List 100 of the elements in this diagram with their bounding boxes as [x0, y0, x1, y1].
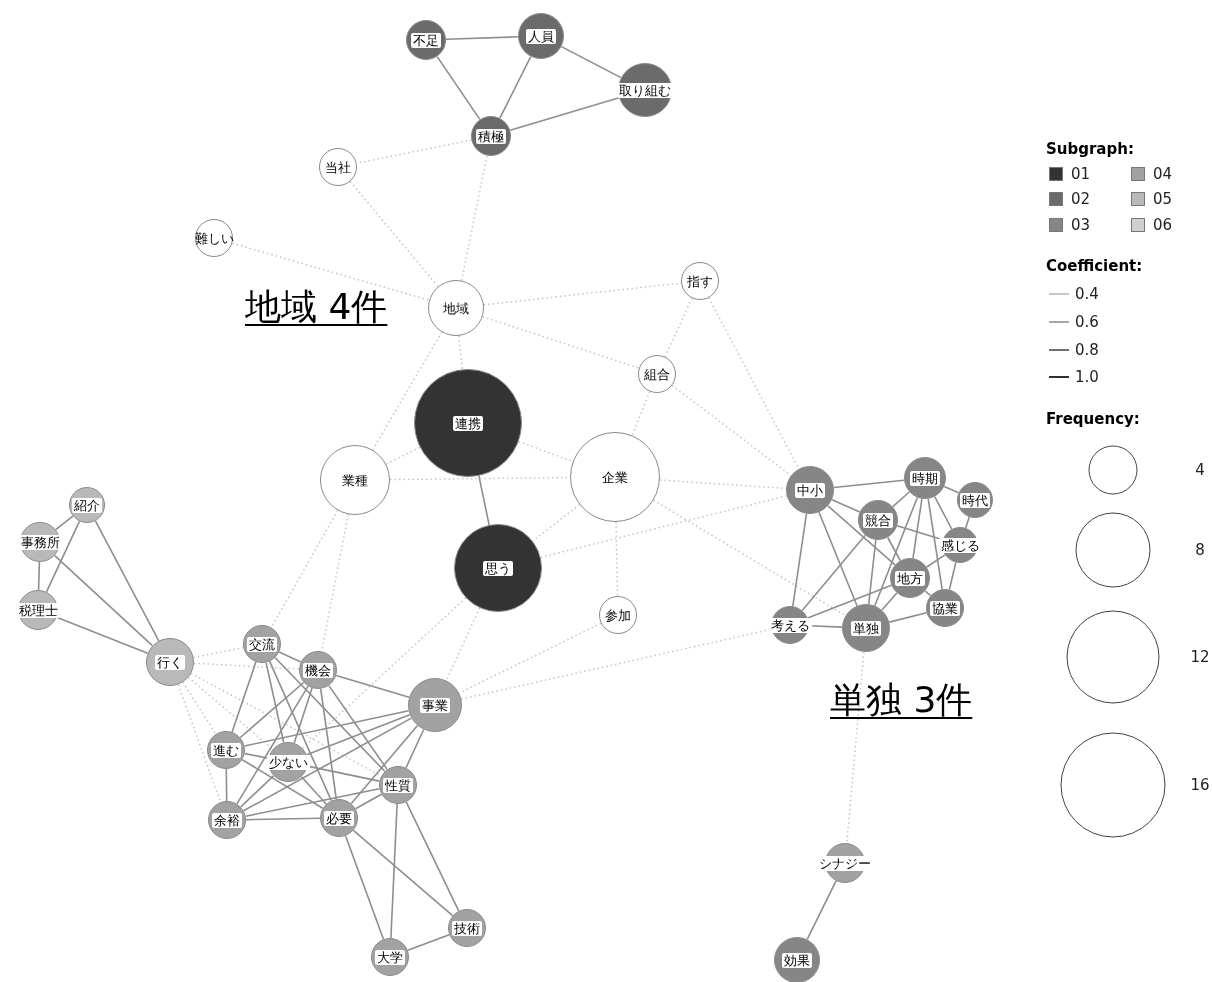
word-label: 単独: [851, 620, 881, 636]
word-circle: [371, 938, 409, 976]
dotted-line: [458, 335, 464, 371]
edge-line: [881, 592, 898, 611]
word-circle: [774, 937, 820, 982]
annotation-text: 単独 3件: [830, 680, 973, 720]
edge-line: [833, 479, 905, 489]
edge-line: [831, 498, 861, 513]
edge-line: [499, 55, 532, 119]
edge-line: [806, 880, 837, 941]
edge-line: [948, 561, 957, 591]
word-label: 行く: [155, 654, 185, 670]
edge-line: [509, 96, 620, 132]
edge-line: [390, 803, 398, 939]
word-label: 中小: [795, 482, 825, 498]
edge-line: [933, 495, 953, 530]
edge-line: [964, 516, 971, 529]
dotted-line: [664, 297, 693, 358]
legend-text: 4: [1194, 461, 1206, 479]
dotted-line: [517, 440, 574, 463]
edge-line: [927, 498, 943, 590]
legend-text: 16: [1189, 776, 1211, 794]
word-label: 組合: [644, 366, 670, 382]
edge-line: [335, 674, 410, 699]
word-circle: [842, 604, 890, 652]
word-circle: [518, 13, 564, 59]
word-circle: [207, 731, 245, 769]
word-circle: [408, 678, 462, 732]
edge-line: [55, 616, 149, 654]
edge-line: [912, 498, 923, 559]
word-label: 協業: [930, 600, 960, 616]
edge-line: [240, 775, 275, 808]
word-label: 参加: [605, 607, 631, 623]
word-circle: [146, 638, 194, 686]
edge-line: [328, 684, 388, 771]
legend-text: 02: [1071, 190, 1091, 208]
dotted-line: [539, 495, 788, 559]
word-label: 時代: [960, 492, 990, 508]
annotation-text: 地域 4件: [245, 287, 388, 327]
word-label: 不足: [411, 32, 441, 48]
word-circle: [638, 355, 676, 393]
word-label: 感じる: [938, 537, 982, 553]
legend-text: 05: [1153, 190, 1173, 208]
legend-text: 03: [1071, 216, 1091, 234]
edge-line: [445, 36, 519, 41]
word-circle: [243, 625, 281, 663]
dotted-line: [385, 446, 421, 465]
edge-line: [265, 661, 285, 744]
word-label: 業種: [342, 472, 368, 488]
edge-line: [801, 534, 866, 612]
dotted-line: [192, 646, 245, 659]
dotted-line: [301, 597, 467, 750]
edge-line: [94, 520, 160, 642]
word-label: 必要: [324, 810, 354, 826]
word-circle: [890, 558, 930, 598]
word-circle: [471, 116, 511, 156]
word-circle: [448, 909, 486, 947]
edge-line: [245, 817, 321, 821]
word-label: 事業: [420, 697, 450, 713]
edge-line: [792, 512, 808, 607]
word-label: シナジー: [817, 855, 873, 871]
edge-line: [818, 511, 858, 607]
word-circle: [406, 20, 446, 60]
dotted-line: [231, 242, 430, 301]
dotted-line: [349, 180, 439, 288]
word-circle: [319, 148, 357, 186]
word-circle: [858, 500, 898, 540]
word-label: 考える: [768, 617, 812, 633]
legend-heading: Coefficient:: [1046, 257, 1143, 275]
legend-text: 1.0: [1075, 368, 1099, 386]
edge-line: [231, 661, 257, 733]
word-label: 紹介: [72, 497, 102, 513]
word-label: 進む: [211, 742, 241, 758]
word-label: 地方: [895, 570, 925, 586]
word-circle: [208, 801, 246, 839]
edge-line: [319, 688, 338, 800]
edge-line: [236, 685, 309, 805]
word-label: 企業: [602, 469, 628, 485]
word-label: 難しい: [194, 230, 234, 246]
edge-line: [436, 55, 481, 121]
word-label: 指す: [687, 273, 713, 289]
edge-line: [352, 829, 454, 917]
word-label: 技術: [452, 920, 482, 936]
word-label: 地域: [443, 300, 469, 316]
edge-line: [350, 724, 419, 805]
edge-line: [239, 681, 305, 739]
dotted-line: [631, 390, 651, 437]
word-circle: [268, 742, 308, 782]
dotted-line: [182, 681, 217, 735]
word-label: 事務所: [18, 534, 62, 550]
edge-line: [300, 776, 327, 805]
edge-line: [274, 656, 386, 773]
word-label: 人員: [526, 28, 556, 44]
word-circle: [428, 280, 484, 336]
edge-line: [354, 793, 383, 810]
edge-line: [478, 475, 490, 526]
edge-line: [867, 539, 877, 605]
edge-line: [243, 709, 410, 747]
dotted-line: [445, 607, 481, 682]
dotted-line: [460, 154, 488, 282]
